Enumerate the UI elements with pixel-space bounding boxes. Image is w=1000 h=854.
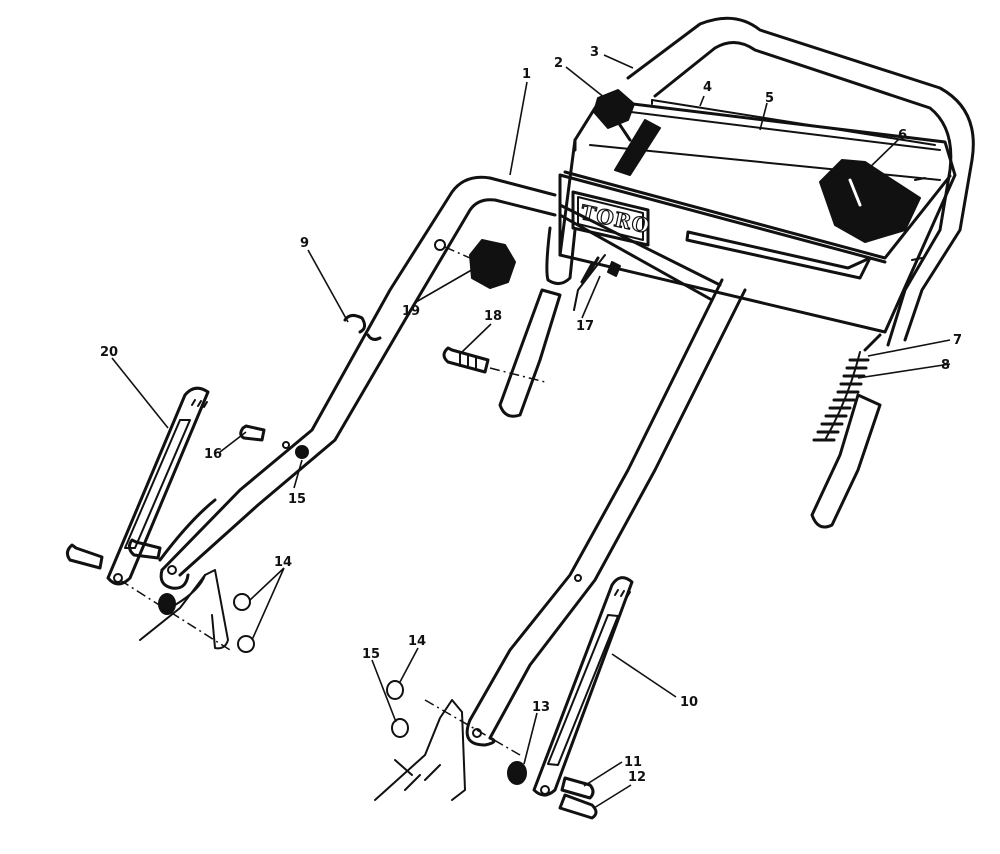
callout-9: 9 bbox=[300, 236, 309, 251]
bolt-11 bbox=[560, 776, 595, 800]
control-panel bbox=[558, 98, 957, 334]
bolt-12 bbox=[558, 793, 598, 820]
bolt-left-inner bbox=[127, 538, 162, 560]
callout-17: 17 bbox=[576, 319, 594, 334]
spacer-13 bbox=[507, 761, 527, 785]
bail-control bbox=[819, 159, 921, 243]
decal-strip bbox=[614, 109, 941, 151]
locknut-14-left-top bbox=[233, 593, 251, 611]
control-cable-upper bbox=[573, 254, 621, 311]
handle-bracket-left bbox=[106, 386, 210, 586]
callout-16: 16 bbox=[204, 447, 222, 462]
cable-clip bbox=[343, 313, 382, 341]
callout-20: 20 bbox=[100, 345, 118, 360]
locknut-15-upper bbox=[282, 441, 309, 459]
deck-fragment-right bbox=[374, 699, 521, 801]
callout-7: 7 bbox=[953, 333, 962, 348]
upper-handle bbox=[626, 16, 975, 347]
tube-end-right bbox=[810, 393, 882, 529]
callout-18: 18 bbox=[484, 309, 502, 324]
spacer-left bbox=[158, 593, 176, 615]
callout-1: 1 bbox=[522, 67, 531, 82]
tube-end-left bbox=[498, 226, 577, 418]
callout-6: 6 bbox=[898, 128, 907, 143]
control-lever bbox=[593, 89, 661, 176]
callout-14-left: 14 bbox=[274, 555, 292, 570]
callout-5: 5 bbox=[765, 91, 774, 106]
handle-bracket-right bbox=[532, 576, 634, 797]
callout-4: 4 bbox=[703, 80, 712, 95]
callout-3: 3 bbox=[590, 45, 599, 60]
locknut-15-right bbox=[391, 718, 409, 738]
callout-10: 10 bbox=[680, 695, 698, 710]
locknut-14-right bbox=[386, 680, 404, 700]
locknut-14-left-bottom bbox=[237, 635, 255, 653]
callout-labels: 1 2 3 4 5 6 7 8 9 10 11 12 13 14 14 15 1… bbox=[100, 45, 962, 785]
callout-8: 8 bbox=[941, 358, 950, 373]
bolt-left-outer bbox=[65, 543, 104, 570]
callout-14-right: 14 bbox=[408, 634, 426, 649]
callout-11: 11 bbox=[624, 755, 642, 770]
leader-lines bbox=[111, 54, 951, 809]
handle-knob bbox=[434, 239, 516, 289]
callout-15-upper: 15 bbox=[288, 492, 306, 507]
callout-12: 12 bbox=[628, 770, 646, 785]
callout-2: 2 bbox=[554, 56, 563, 71]
decal bbox=[651, 99, 936, 146]
cable-spring bbox=[812, 358, 870, 442]
deck-fragment-left bbox=[119, 569, 231, 651]
lower-handle bbox=[158, 175, 747, 747]
callout-15-right: 15 bbox=[362, 647, 380, 662]
control-cable bbox=[812, 333, 882, 442]
callout-13: 13 bbox=[532, 700, 550, 715]
callout-19: 19 bbox=[402, 304, 420, 319]
carriage-bolt bbox=[442, 346, 546, 383]
